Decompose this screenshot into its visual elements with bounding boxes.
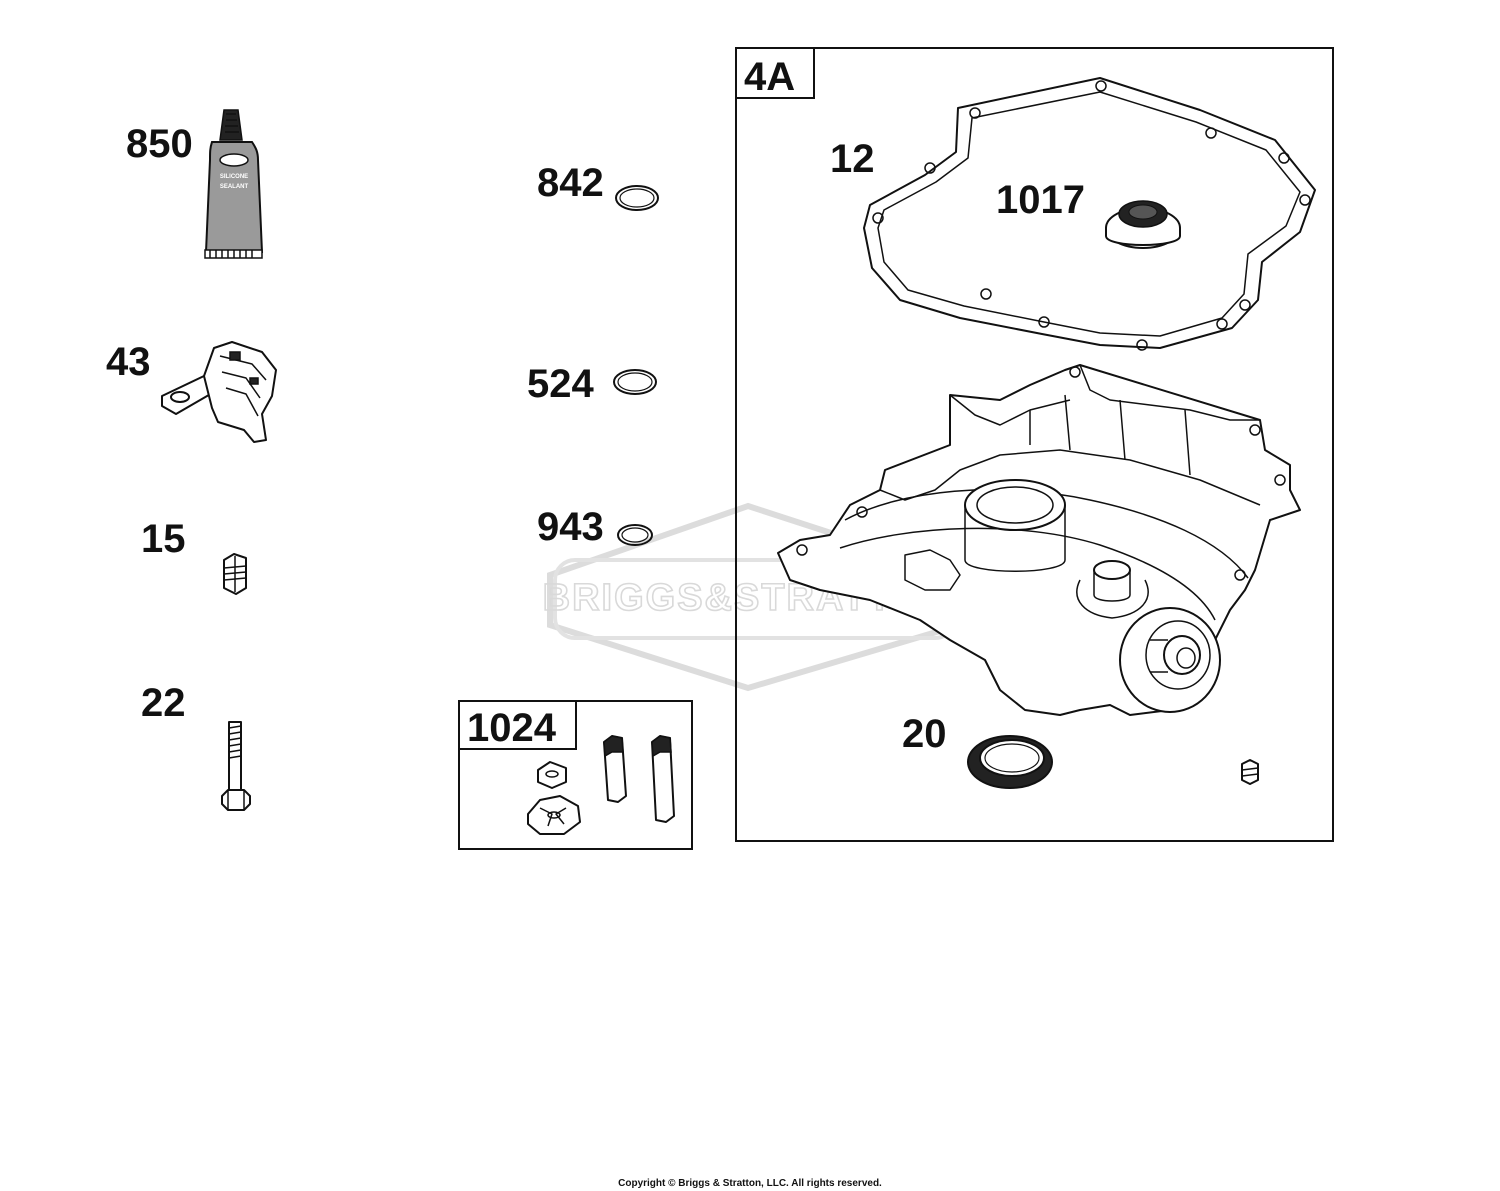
kit-4a-label-box (735, 47, 815, 99)
label-15: 15 (141, 517, 186, 561)
pipe-plug-icon (223, 553, 247, 595)
tube-text-line1: SILICONE (220, 174, 248, 180)
label-842: 842 (537, 161, 604, 205)
part-1017[interactable]: 1017 (996, 178, 1181, 249)
label-22: 22 (141, 681, 186, 725)
copyright-text: Copyright © Briggs & Stratton, LLC. All … (618, 1178, 882, 1189)
kit-4a-label: 4A (744, 55, 795, 99)
sump-gasket-icon (863, 77, 1316, 351)
small-plug-icon (1241, 759, 1259, 785)
o-ring-524-icon (613, 369, 657, 395)
kit-4a[interactable]: 4A 12 1017 (735, 47, 1334, 842)
part-524[interactable]: 524 (527, 362, 657, 406)
label-850: 850 (126, 122, 193, 166)
kit-4a-frame (735, 47, 1334, 842)
o-ring-842-icon (615, 185, 659, 211)
label-20: 20 (902, 712, 947, 756)
o-ring-943-icon (617, 524, 653, 546)
tube-text-line2: SEALANT (220, 184, 249, 190)
part-12[interactable]: 12 (830, 77, 1316, 351)
label-12: 12 (830, 137, 875, 181)
kit-1024[interactable]: 1024 (458, 700, 693, 850)
bolt-icon (221, 721, 251, 811)
pump-rotor-icon (527, 761, 581, 835)
sealant-tube-icon: SILICONE SEALANT (204, 109, 264, 259)
label-524: 524 (527, 362, 594, 406)
sump-body-icon (777, 364, 1301, 716)
part-943[interactable]: 943 (537, 505, 653, 549)
label-943: 943 (537, 505, 604, 549)
vane-icon (603, 735, 675, 823)
part-22[interactable]: 22 (141, 681, 251, 811)
oil-seal-icon (967, 735, 1053, 789)
governor-bracket-icon (161, 341, 277, 443)
kit-1024-label-box (458, 700, 577, 750)
label-1017: 1017 (996, 178, 1085, 222)
part-20[interactable]: 20 (902, 712, 1053, 789)
label-43: 43 (106, 340, 151, 384)
part-850[interactable]: 850 SILICONE SEALANT (126, 109, 264, 259)
bushing-seal-icon (1105, 200, 1181, 249)
part-43[interactable]: 43 (106, 340, 277, 443)
kit-1024-label: 1024 (467, 706, 557, 750)
part-842[interactable]: 842 (537, 161, 659, 211)
part-15[interactable]: 15 (141, 517, 247, 595)
